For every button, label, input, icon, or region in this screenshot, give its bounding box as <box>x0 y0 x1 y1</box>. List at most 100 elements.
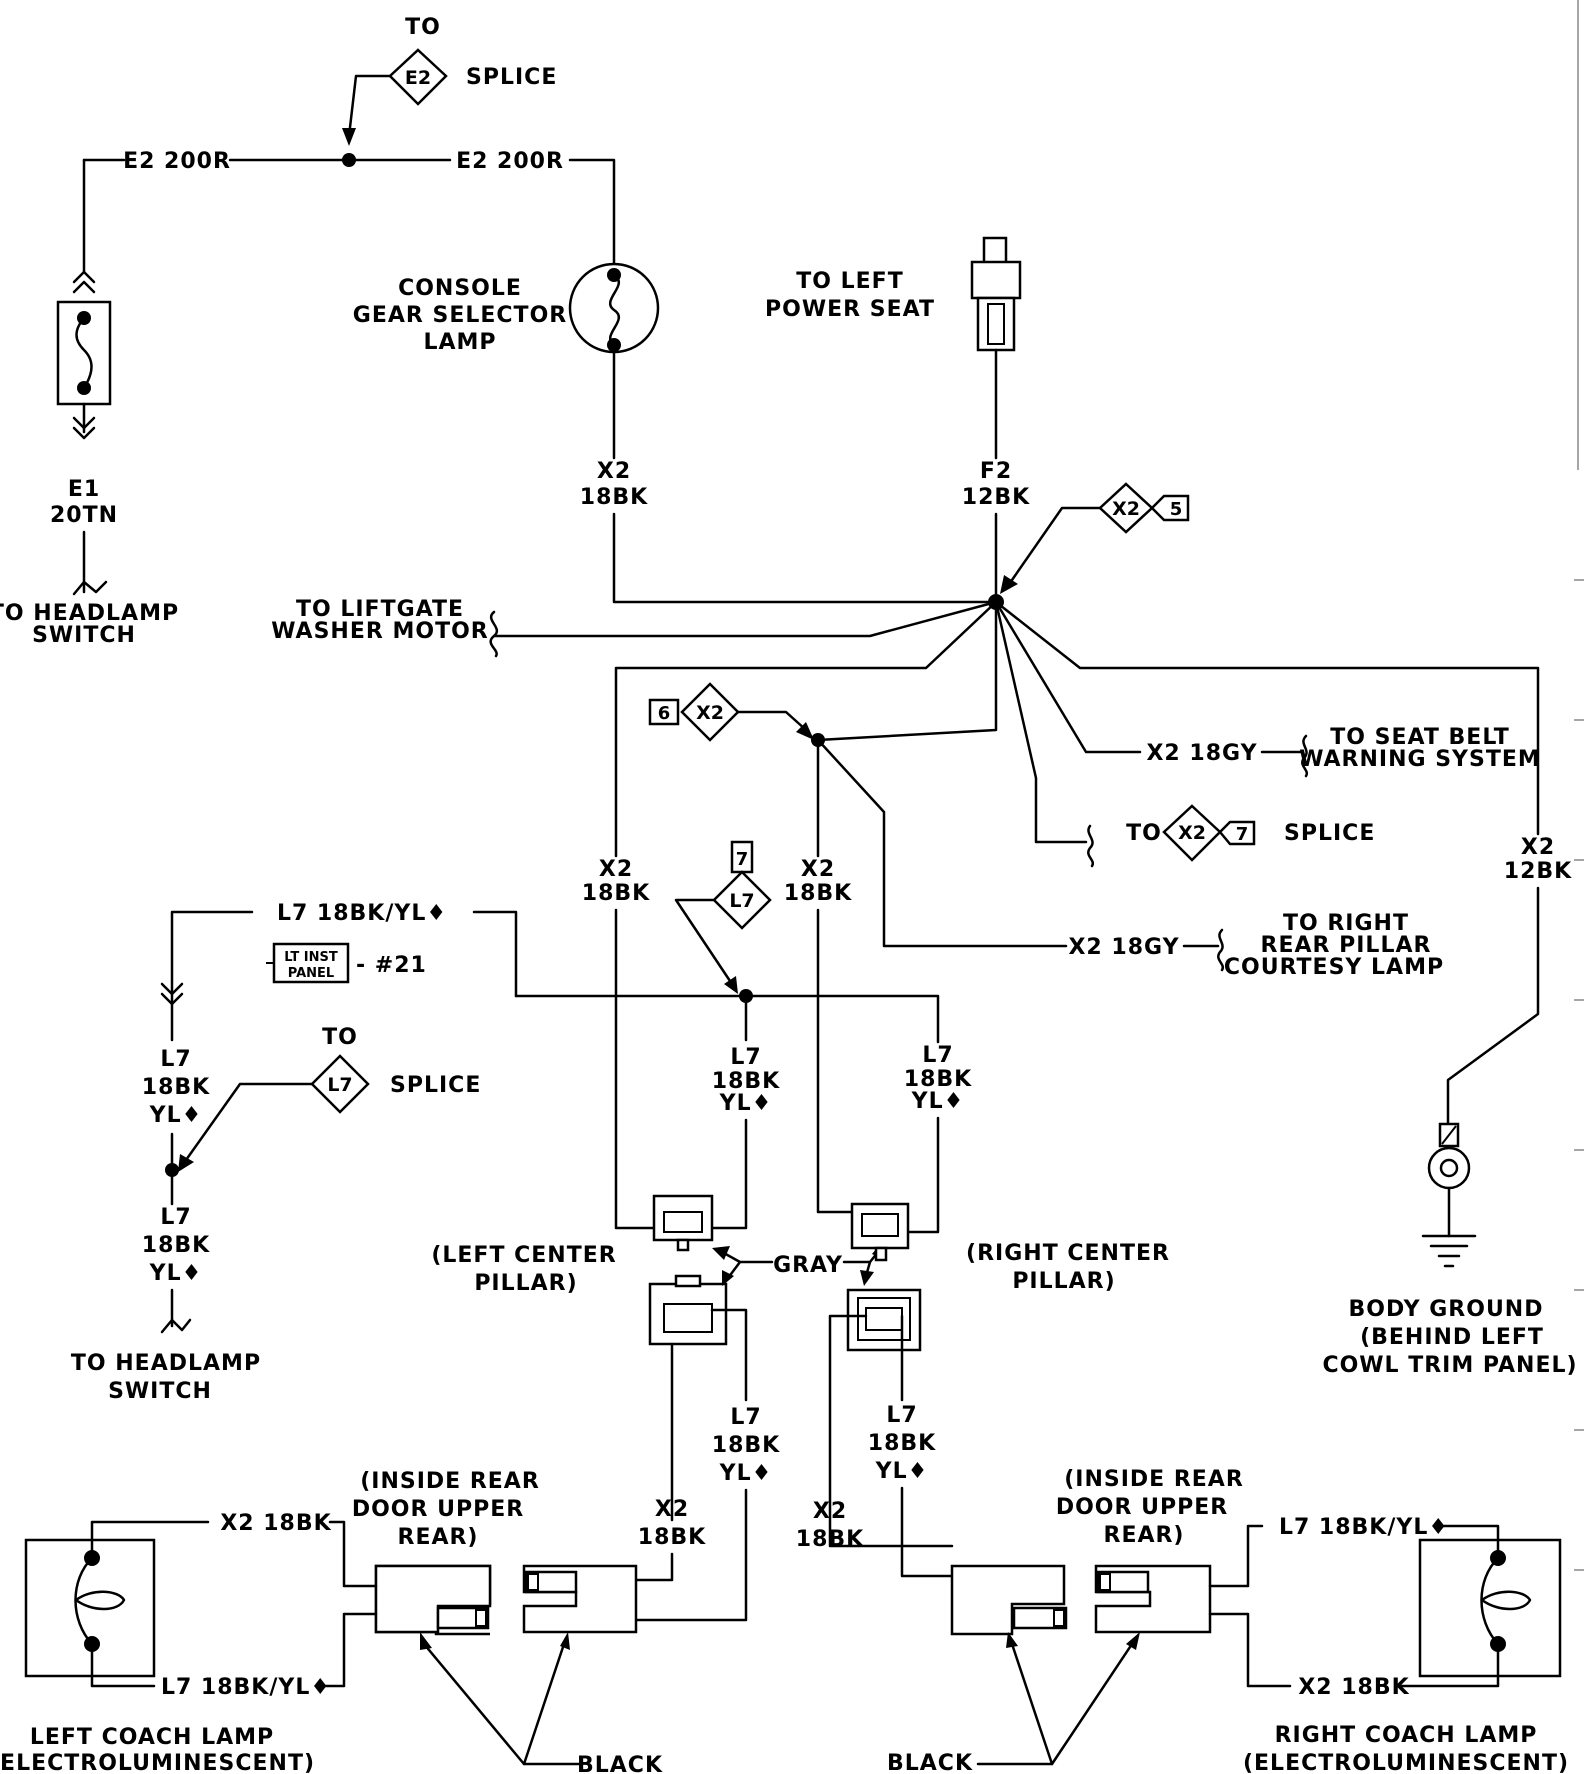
left-door-connectors <box>374 1564 638 1636</box>
x2-7-number: 7 <box>1236 824 1249 845</box>
gray-label-text: GRAY <box>773 1253 843 1278</box>
x2-6-tag-label: X2 <box>696 702 724 724</box>
e1-gauge-label: 20TN <box>50 503 118 528</box>
body-ground-label-1: BODY GROUND <box>1349 1297 1544 1322</box>
x2-7-diamond <box>1162 804 1222 862</box>
left-pillar-connector-bottom <box>648 1282 728 1346</box>
e2-arrow-icon <box>342 128 356 146</box>
inside-r-2: DOOR UPPER <box>1056 1495 1228 1520</box>
left-coach-label-2: (ELECTROLUMINESCENT) <box>0 1751 315 1774</box>
lt-inst-panel-icon <box>272 942 350 984</box>
seatbelt-label-1: TO SEAT BELT <box>1330 725 1509 750</box>
l7-low-b: 18BK <box>142 1233 210 1258</box>
left-coach-lamp: X2 18BK L7 18BK/YL♦ LEFT COACH LAMP (ELE… <box>0 1511 378 1774</box>
l7-br-b: 18BK <box>868 1431 936 1456</box>
top-e2-splice: TO E2 SPLICE E2 200R E2 200R <box>82 15 616 272</box>
inside-r-1: (INSIDE REAR <box>1064 1467 1244 1492</box>
l7-rmid-b: 18BK <box>904 1067 972 1092</box>
x2-6-number: 6 <box>658 703 671 724</box>
x2-bl-label: X2 <box>655 1497 689 1522</box>
left-l7-splice: L7 18BK YL♦ TO L7 SPLICE L7 18BK YL♦ TO … <box>71 1025 481 1404</box>
splice-l7-label: SPLICE <box>390 1073 481 1098</box>
x2-5-tag: X2 5 <box>1000 482 1190 594</box>
splice-l7-to-label: TO <box>322 1025 358 1050</box>
left-center-pillar: (LEFT CENTER PILLAR) <box>431 1194 748 1522</box>
f2-gauge: 12BK <box>962 485 1030 510</box>
right-door-connector-a <box>950 1564 1066 1636</box>
l7-rmid-c: YL♦ <box>911 1089 965 1114</box>
inside-r-3: REAR) <box>1104 1523 1185 1548</box>
splice-l7-arrow-icon <box>178 1154 194 1172</box>
x2-br-label: X2 <box>813 1499 847 1524</box>
console-label-2: GEAR SELECTOR <box>353 303 567 328</box>
l7-bl-a: L7 <box>730 1405 761 1430</box>
x2-12bk-label: X2 <box>1521 835 1555 860</box>
seatbelt-wire-label: X2 18GY <box>1146 741 1257 766</box>
e1-label: E1 <box>68 477 100 502</box>
l7-mid-a: L7 <box>730 1045 761 1070</box>
l7-top-diamond <box>712 870 772 930</box>
x2-5-number: 5 <box>1170 499 1183 520</box>
power-seat-label-2: POWER SEAT <box>765 297 935 322</box>
body-ground-label-2: (BEHIND LEFT <box>1360 1325 1544 1350</box>
right-coach-lamp-icon <box>1418 1538 1562 1678</box>
x2-console-label: X2 <box>597 459 631 484</box>
right-coach-lamp: L7 18BK/YL♦ X2 18BK RIGHT COACH LAMP (EL… <box>1208 1515 1569 1774</box>
console-lamp: CONSOLE GEAR SELECTOR LAMP X2 18BK <box>353 262 998 604</box>
l7-top-tag-label: L7 <box>729 890 754 912</box>
e2-right-label: E2 200R <box>456 149 564 174</box>
l7-top-wire-label: L7 18BK/YL♦ <box>277 901 447 926</box>
l7-tag-number: 7 <box>736 849 749 870</box>
right-center-pillar: (RIGHT CENTER PILLAR) <box>828 1202 1170 1548</box>
right-coach-label-2: (ELECTROLUMINESCENT) <box>1243 1751 1569 1774</box>
lt-inst-ref: - #21 <box>356 953 427 978</box>
l7-bl-b: 18BK <box>712 1433 780 1458</box>
splice7-to-label: TO <box>1126 821 1162 846</box>
l7-left-c: YL♦ <box>149 1103 203 1128</box>
page-edge <box>1574 0 1584 1571</box>
x2-right-mid-label: X2 <box>801 857 835 882</box>
inside-l-3: REAR) <box>398 1525 479 1550</box>
body-ground: BODY GROUND (BEHIND LEFT COWL TRIM PANEL… <box>1322 1122 1577 1378</box>
headlamp-bot-label-1: TO HEADLAMP <box>71 1351 261 1376</box>
x2-left-mid-gauge: 18BK <box>582 881 650 906</box>
fuse-e1: E1 20TN TO HEADLAMP SWITCH <box>0 158 179 648</box>
power-seat-connector: TO LEFT POWER SEAT F2 12BK <box>765 236 1030 604</box>
right-center-label-1: (RIGHT CENTER <box>966 1241 1170 1266</box>
right-center-label-2: PILLAR) <box>1012 1269 1115 1294</box>
right-pillar-label-3: COURTESY LAMP <box>1224 955 1444 980</box>
e2-splice-tag: E2 <box>405 67 431 89</box>
black-left-label: BLACK <box>577 1753 663 1774</box>
headlamp-top-label-1: TO HEADLAMP <box>0 601 179 626</box>
console-label-3: LAMP <box>423 330 496 355</box>
liftgate-label-2: WASHER MOTOR <box>271 619 488 644</box>
inside-door-labels: (INSIDE REAR DOOR UPPER REAR) (INSIDE RE… <box>352 1467 1244 1550</box>
x2-bl-gauge: 18BK <box>638 1525 706 1550</box>
e2-splice-diamond <box>388 48 448 106</box>
x2-5-tag-label: X2 <box>1112 498 1140 520</box>
rcl-x2-label: X2 18BK <box>1298 1675 1409 1700</box>
right-pillar-label-1: TO RIGHT <box>1283 911 1409 936</box>
right-pillar-label-2: REAR PILLAR <box>1261 933 1432 958</box>
l7-br-a: L7 <box>886 1403 917 1428</box>
top-to-label: TO <box>405 15 441 40</box>
lcl-x2-label: X2 18BK <box>220 1511 331 1536</box>
liftgate-label-1: TO LIFTGATE <box>296 597 464 622</box>
lcl-l7-label: L7 18BK/YL♦ <box>161 1675 331 1700</box>
mid-l7-labels: L7 18BK YL♦ L7 18BK YL♦ <box>710 994 972 1234</box>
left-center-label-1: (LEFT CENTER <box>431 1243 616 1268</box>
splice-l7-tag: L7 <box>327 1074 352 1096</box>
left-coach-label-1: LEFT COACH LAMP <box>30 1725 274 1750</box>
l7-rmid-a: L7 <box>922 1043 953 1068</box>
l7-mid-b: 18BK <box>712 1069 780 1094</box>
mid-x2-labels: X2 18BK X2 18BK <box>582 857 858 1230</box>
x2-6-junction: 6 X2 X2 18GY TO RIGHT REAR PILLAR COURTE… <box>648 682 1444 980</box>
power-seat-connector-icon <box>970 260 1022 300</box>
right-pillar-wire-label: X2 18GY <box>1068 935 1179 960</box>
x2-right-mid-gauge: 18BK <box>784 881 852 906</box>
power-seat-label-1: TO LEFT <box>796 269 903 294</box>
x2-7-splice: TO X2 7 SPLICE <box>1126 804 1374 862</box>
splice-l7-diamond <box>310 1054 370 1114</box>
top-splice-label: SPLICE <box>466 65 557 90</box>
